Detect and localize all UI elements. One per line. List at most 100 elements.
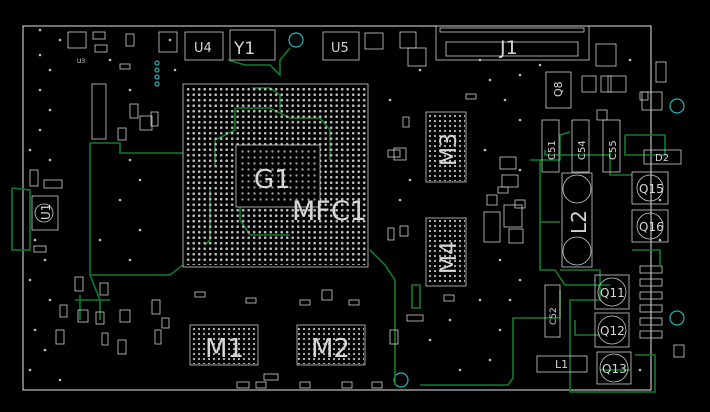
label-l2: L2: [567, 210, 591, 234]
via: [418, 68, 422, 72]
ic-u1: [31, 195, 59, 231]
via: [458, 368, 462, 372]
smd-footprint: [641, 91, 663, 111]
inductor-l2: [561, 172, 593, 268]
smd-footprint: [236, 381, 250, 389]
smd-footprint: [387, 227, 395, 241]
smd-footprint: [94, 44, 108, 53]
smd-footprint: [59, 304, 68, 318]
via: [43, 258, 47, 262]
via: [173, 68, 177, 72]
mounting-hole: [669, 98, 685, 114]
smd-footprint: [399, 31, 417, 49]
smd-footprint: [74, 276, 84, 292]
via: [98, 238, 102, 242]
label-u1: U1: [39, 204, 53, 220]
via: [48, 298, 52, 302]
smd-footprint: [581, 75, 597, 93]
via: [128, 258, 132, 262]
transistor-q12: [594, 312, 630, 348]
smd-footprint: [499, 156, 517, 170]
via: [38, 128, 42, 132]
via: [428, 338, 432, 342]
u1-body: [34, 203, 54, 223]
label-u4: U4: [194, 41, 212, 56]
smd-footprint: [639, 91, 649, 101]
smd-footprint: [371, 381, 383, 389]
smd-footprint: [125, 33, 135, 47]
transistor-q15: [631, 171, 669, 205]
smd-footprint: [119, 63, 131, 70]
label-u5: U5: [331, 41, 349, 56]
via: [28, 148, 32, 152]
diode-d2: [643, 149, 682, 165]
via: [33, 328, 37, 332]
via: [398, 198, 402, 202]
smd-footprint: [655, 61, 667, 83]
via: [38, 28, 42, 32]
smd-footprint: [607, 75, 627, 93]
smd-footprint: [77, 309, 89, 323]
module-m1: [189, 324, 259, 366]
via: [168, 38, 172, 42]
label-c52: C52: [549, 307, 559, 325]
via: [138, 178, 142, 182]
label-y1: Y1: [233, 39, 255, 59]
via: [483, 148, 487, 152]
smd-footprint: [245, 297, 257, 304]
smd-footprint: [154, 329, 162, 345]
smd-footprint: [406, 314, 424, 322]
label-q16: Q16: [639, 220, 664, 234]
module-m4: [425, 217, 467, 287]
via: [38, 88, 42, 92]
via: [498, 258, 502, 262]
label-q8: Q8: [552, 81, 565, 97]
smd-footprint: [161, 317, 170, 329]
small-passives: [28, 28, 685, 389]
transistor-q13: [596, 351, 632, 385]
smd-footprint: [407, 47, 427, 67]
label-d2: D2: [655, 153, 669, 164]
via: [518, 278, 522, 282]
via: [28, 278, 32, 282]
via: [658, 198, 662, 202]
label-q11: Q11: [600, 286, 625, 300]
cap-c52: [544, 284, 561, 338]
label-q13: Q13: [602, 362, 627, 376]
connector-j1-inner: [445, 41, 579, 57]
via: [138, 228, 142, 232]
smd-footprint: [673, 344, 685, 358]
via: [518, 118, 522, 122]
label-mfc1: MFC1: [292, 196, 367, 227]
smd-footprint: [341, 381, 353, 389]
via: [488, 78, 492, 82]
j1-pins: [439, 27, 585, 33]
via: [48, 68, 52, 72]
via: [48, 108, 52, 112]
smd-footprint: [389, 329, 399, 345]
smd-footprint: [101, 332, 109, 346]
mounting-hole: [288, 32, 304, 48]
ic-u5: [322, 31, 360, 61]
label-m3: M3: [437, 133, 462, 166]
smd-footprint: [497, 186, 509, 194]
label-c51: C51: [547, 140, 558, 160]
smd-footprint: [117, 339, 127, 355]
via: [498, 328, 502, 332]
via: [128, 158, 132, 162]
smd-footprint: [348, 299, 360, 306]
smd-footprint: [514, 199, 526, 209]
smd-footprint: [508, 228, 524, 244]
cap-c55: [602, 119, 621, 173]
smd-footprint: [501, 174, 519, 188]
smd-footprint: [29, 169, 39, 187]
smd-footprint: [255, 381, 267, 389]
cap-c51: [541, 119, 560, 173]
smd-footprint: [503, 204, 523, 228]
via: [538, 63, 542, 67]
test-points: [154, 60, 160, 87]
via: [43, 348, 47, 352]
ic-y1: [229, 29, 276, 61]
via: [108, 58, 112, 62]
